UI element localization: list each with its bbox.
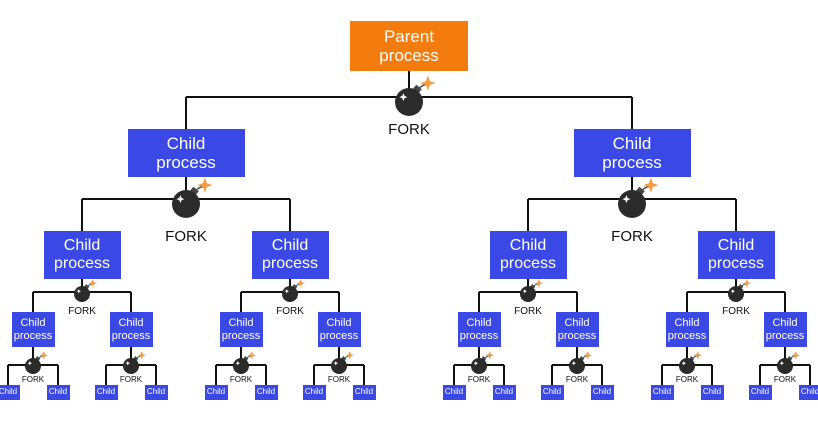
leaf-child-box: Child [302,385,326,400]
child-process-box: Child process [11,312,55,347]
leaf-child-box: Child [540,385,564,400]
leaf-child-box: Child [748,385,772,400]
fork-label: FORK [388,121,430,138]
fork-label: FORK [327,375,351,384]
leaf-child-box: Child [798,385,818,400]
fork-label: FORK [773,375,797,384]
child-process-box: Child process [573,129,691,177]
fork-label: FORK [675,375,699,384]
fork-label: FORK [229,375,253,384]
child-process-box: Child process [763,312,807,347]
bomb-icon [331,350,355,374]
leaf-child-box: Child [650,385,674,400]
fork-label: FORK [276,306,304,317]
fork-label: FORK [565,375,589,384]
leaf-child-box: Child [46,385,70,400]
fork-label: FORK [611,228,653,245]
bomb-icon [471,350,495,374]
child-process-box: Child process [251,231,329,279]
leaf-child-box: Child [352,385,376,400]
bomb-icon [172,177,213,218]
fork-label: FORK [467,375,491,384]
child-process-box: Child process [489,231,567,279]
child-process-box: Child process [43,231,121,279]
child-process-box: Child process [697,231,775,279]
leaf-child-box: Child [590,385,614,400]
bomb-icon [233,350,257,374]
bomb-icon [520,278,544,302]
child-process-box: Child process [317,312,361,347]
fork-label: FORK [514,306,542,317]
parent-process-box: Parent process [350,21,468,71]
child-process-box: Child process [219,312,263,347]
fork-label: FORK [722,306,750,317]
bomb-icon [569,350,593,374]
fork-label: FORK [68,306,96,317]
bomb-icon [618,177,659,218]
leaf-child-box: Child [144,385,168,400]
leaf-child-box: Child [442,385,466,400]
fork-label: FORK [165,228,207,245]
bomb-icon [777,350,801,374]
child-process-box: Child process [109,312,153,347]
child-process-box: Child process [457,312,501,347]
bomb-icon [25,350,49,374]
bomb-icon [679,350,703,374]
leaf-child-box: Child [204,385,228,400]
bomb-icon [123,350,147,374]
bomb-icon [74,278,98,302]
fork-label: FORK [119,375,143,384]
bomb-icon [728,278,752,302]
leaf-child-box: Child [492,385,516,400]
leaf-child-box: Child [0,385,20,400]
fork-label: FORK [21,375,45,384]
leaf-child-box: Child [94,385,118,400]
child-process-box: Child process [555,312,599,347]
child-process-box: Child process [665,312,709,347]
leaf-child-box: Child [700,385,724,400]
bomb-icon [282,278,306,302]
leaf-child-box: Child [254,385,278,400]
child-process-box: Child process [127,129,245,177]
bomb-icon [395,75,436,116]
